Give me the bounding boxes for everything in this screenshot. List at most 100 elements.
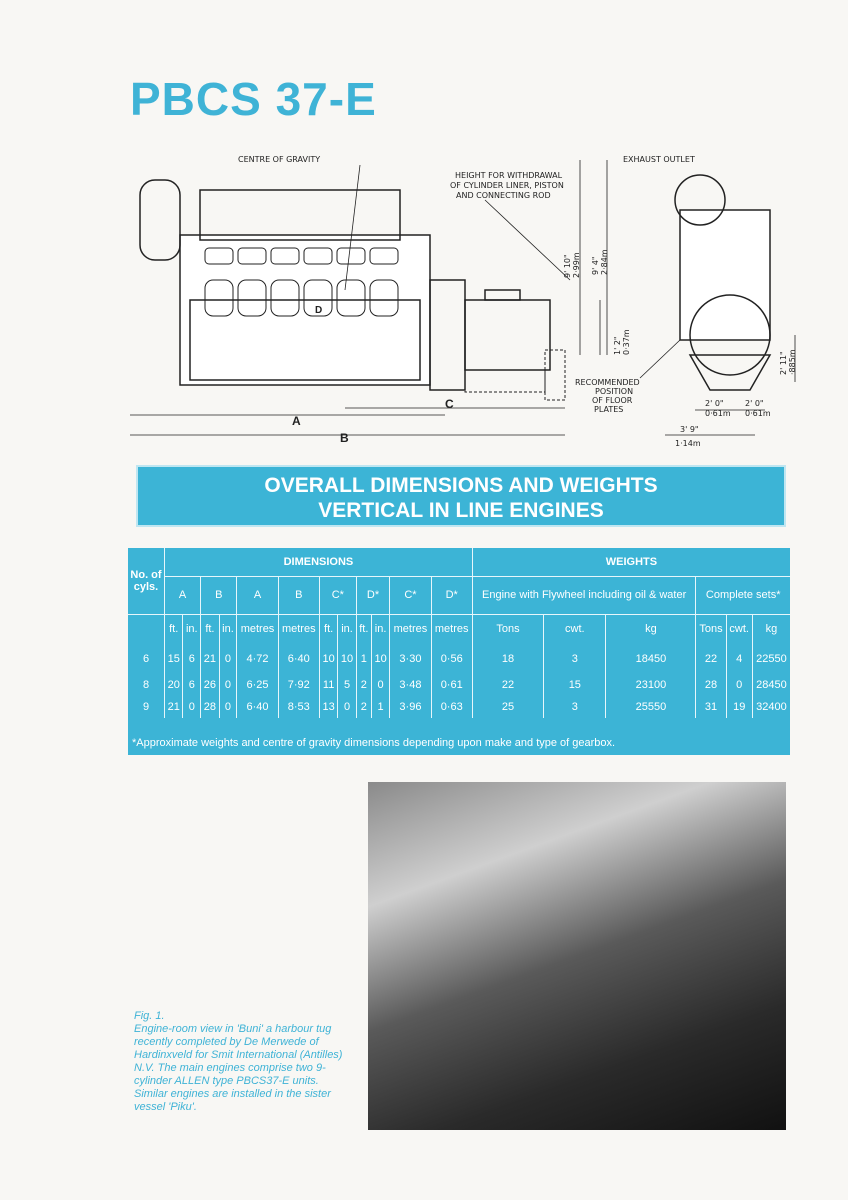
w2-ft: 2' 0" [745, 399, 764, 408]
table-cell: 7·92 [277, 674, 320, 696]
unit-2: ft. [200, 614, 220, 644]
table-cell: 28 [695, 674, 727, 696]
s-ft: 2' 11" [779, 351, 788, 375]
unit-4: metres [236, 614, 279, 644]
table-cell: 31 [695, 696, 727, 718]
table-cell: 10 [318, 644, 338, 674]
h1-ft: 9' 10" [563, 254, 572, 278]
table-cell: 6·40 [277, 644, 320, 674]
table-cell: 15 [543, 674, 606, 696]
unit-9: in. [370, 614, 390, 644]
table-cell: 3 [543, 644, 606, 674]
unit-15: Tons [695, 614, 727, 644]
table-cell: 26 [200, 674, 220, 696]
table-cell: 21 [163, 696, 183, 718]
table-cell: 6 [142, 653, 150, 665]
column-header-7: D* [430, 576, 473, 615]
table-cell: 1 [370, 696, 390, 718]
table-cell: 0·63 [430, 696, 473, 718]
column-header-0: A [163, 576, 201, 615]
unit-0: ft. [163, 614, 183, 644]
table-cell: 8·53 [277, 696, 320, 718]
h2-m: 2·84m [600, 249, 609, 275]
table-cell: 8 [142, 679, 150, 691]
dim-b-label: B [340, 431, 349, 445]
engine-room-photo [368, 782, 786, 1130]
table-cell: 22 [471, 674, 544, 696]
table-cell: 0·56 [430, 644, 473, 674]
table-cell: 9 [142, 701, 150, 713]
unit-10: metres [389, 614, 432, 644]
column-header-4: C* [318, 576, 357, 615]
table-cell: 32400 [751, 696, 790, 718]
table-cell: 1 [355, 644, 372, 674]
engine-side-view [139, 179, 566, 401]
w3-m: 1·14m [675, 439, 701, 448]
header-weights: WEIGHTS [471, 548, 790, 577]
height-note-3: AND CONNECTING ROD [456, 191, 551, 200]
header-complete-sets: Complete sets* [695, 576, 790, 615]
unit-13: cwt. [543, 614, 606, 644]
s-m: ·885m [788, 349, 797, 375]
table-cell: 0 [370, 674, 390, 696]
table-cell: 28 [200, 696, 220, 718]
table-cell: 3 [543, 696, 606, 718]
table-cell: 0 [182, 696, 201, 718]
table-cell: 6 [182, 644, 201, 674]
table-cell: 11 [318, 674, 338, 696]
table-cell: 10 [370, 644, 390, 674]
floor-label-2: POSITION [595, 387, 633, 396]
table-cell: 0·61 [430, 674, 473, 696]
table-cell: 28450 [751, 674, 790, 696]
column-header-3: B [277, 576, 320, 615]
unit-8: ft. [355, 614, 372, 644]
table-footnote: *Approximate weights and centre of gravi… [132, 737, 616, 749]
table-cell: 20 [163, 674, 183, 696]
unit-6: ft. [318, 614, 338, 644]
figure-caption: Fig. 1. Engine-room view in 'Buni' a har… [134, 1010, 354, 1114]
table-cell: 18450 [605, 644, 696, 674]
table-cell: 10 [337, 644, 357, 674]
w1-m: 0·61m [705, 409, 731, 418]
page-title: PBCS 37-E [130, 73, 377, 125]
unit-blank [128, 614, 165, 644]
unit-17: kg [751, 614, 790, 644]
table-cell: 19 [725, 696, 753, 718]
table-cell: 15 [163, 644, 183, 674]
height-note-1: HEIGHT FOR WITHDRAWAL [455, 171, 563, 180]
w2-m: 0·61m [745, 409, 771, 418]
table-cell: 3·48 [389, 674, 432, 696]
h2-ft: 9' 4" [591, 256, 600, 275]
dim-d-label: D [315, 305, 322, 316]
centre-of-gravity-label: CENTRE OF GRAVITY [238, 155, 320, 164]
table-cell: 22550 [751, 644, 790, 674]
w1-ft: 2' 0" [705, 399, 724, 408]
caption-fig: Fig. 1. [134, 1010, 165, 1022]
unit-5: metres [277, 614, 320, 644]
table-cell: 4·72 [236, 644, 279, 674]
table-cell: 22 [695, 644, 727, 674]
unit-16: cwt. [725, 614, 753, 644]
header-engine-weight: Engine with Flywheel including oil & wat… [471, 576, 696, 615]
table-cell: 0 [218, 674, 237, 696]
column-header-5: D* [355, 576, 390, 615]
table-cell: 23100 [605, 674, 696, 696]
table-cell: 25 [471, 696, 544, 718]
table-cell: 6·40 [236, 696, 279, 718]
dim-a-label: A [292, 414, 301, 428]
table-cell: 2 [355, 674, 372, 696]
engine-end-view [674, 174, 772, 391]
table-cell: 3·96 [389, 696, 432, 718]
table-cell: 4 [725, 644, 753, 674]
unit-3: in. [218, 614, 237, 644]
f-m: 0·37m [622, 329, 631, 355]
floor-label-4: PLATES [594, 405, 623, 414]
header-cyls: No. of cyls. [128, 548, 165, 615]
table-cell: 25550 [605, 696, 696, 718]
table-cell: 0 [337, 696, 357, 718]
banner-line-1: OVERALL DIMENSIONS AND WEIGHTS [264, 474, 658, 497]
